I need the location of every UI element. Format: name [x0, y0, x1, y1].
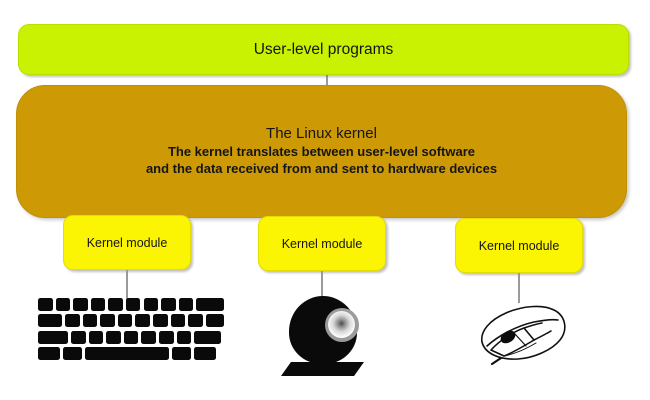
keyboard-key	[135, 314, 150, 328]
keyboard-row	[38, 330, 222, 344]
keyboard-key	[63, 347, 83, 361]
keyboard-key	[194, 330, 222, 344]
keyboard-key	[178, 298, 194, 311]
linux-kernel-box[interactable]: The Linux kernel The kernel translates b…	[16, 85, 627, 218]
connector-user-to-kernel	[326, 75, 328, 86]
webcam-lens	[328, 311, 356, 339]
keyboard-key	[153, 314, 168, 328]
kernel-module-box-webcam[interactable]: Kernel module	[258, 216, 386, 271]
keyboard-row	[38, 298, 225, 311]
keyboard-key	[85, 347, 170, 361]
kernel-module-box-keyboard[interactable]: Kernel module	[63, 215, 191, 270]
webcam-body	[289, 296, 359, 364]
keyboard-key	[65, 314, 80, 328]
keyboard-key	[161, 298, 176, 311]
kernel-module-label: Kernel module	[478, 238, 560, 253]
kernel-module-label: Kernel module	[281, 236, 363, 251]
keyboard-row	[38, 347, 217, 361]
keyboard-key	[141, 330, 156, 344]
keyboard-key	[170, 314, 186, 328]
kernel-module-label: Kernel module	[86, 235, 168, 250]
keyboard-key	[71, 330, 86, 344]
webcam-icon	[277, 296, 369, 378]
keyboard-key	[159, 330, 174, 344]
keyboard-key	[100, 314, 115, 328]
keyboard-key	[117, 314, 133, 328]
connector-module-to-mouse	[518, 273, 520, 303]
keyboard-key	[176, 330, 192, 344]
keyboard-key	[90, 298, 106, 311]
keyboard-icon	[38, 298, 225, 362]
keyboard-row	[38, 314, 225, 328]
mouse-scroll-wheel	[500, 330, 516, 344]
keyboard-key	[82, 314, 98, 328]
kernel-module-box-mouse[interactable]: Kernel module	[455, 218, 583, 273]
keyboard-key	[55, 298, 71, 311]
keyboard-key	[172, 347, 192, 361]
user-level-programs-label: User-level programs	[253, 40, 394, 58]
connector-module-to-keyboard	[126, 270, 128, 302]
keyboard-key	[196, 298, 225, 311]
kernel-title: The Linux kernel	[266, 125, 377, 142]
keyboard-key	[38, 314, 62, 328]
keyboard-key	[38, 298, 53, 311]
keyboard-key	[88, 330, 104, 344]
user-level-programs-box[interactable]: User-level programs	[18, 24, 629, 75]
keyboard-key	[108, 298, 123, 311]
keyboard-key	[188, 314, 203, 328]
webcam-base	[281, 362, 364, 376]
keyboard-key	[73, 298, 88, 311]
keyboard-key	[143, 298, 159, 311]
keyboard-key	[205, 314, 225, 328]
mouse-drawing	[481, 305, 566, 366]
kernel-description-line-2: and the data received from and sent to h…	[145, 161, 498, 176]
keyboard-key	[194, 347, 217, 361]
keyboard-key	[106, 330, 121, 344]
mouse-icon	[460, 298, 578, 370]
keyboard-key	[123, 330, 139, 344]
keyboard-key	[38, 330, 68, 344]
connector-module-to-webcam	[321, 271, 323, 298]
kernel-description-line-1: The kernel translates between user-level…	[167, 144, 476, 159]
webcam-lens-ring	[325, 308, 359, 342]
keyboard-key	[125, 298, 141, 311]
keyboard-key	[38, 347, 60, 361]
